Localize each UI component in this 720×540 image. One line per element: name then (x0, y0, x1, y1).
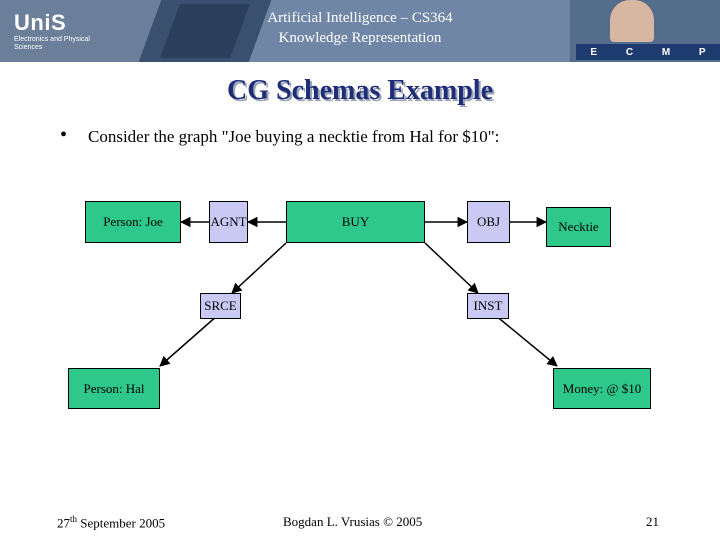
footer-date-rest: September 2005 (77, 515, 166, 531)
bullet-text: Consider the graph "Joe buying a necktie… (88, 127, 500, 146)
footer-author: Bogdan L. Vrusias © 2005 (283, 514, 423, 529)
concept-buy: BUY (286, 201, 425, 243)
footer-date: 27th September 2005 (57, 514, 165, 531)
relation-obj: OBJ (467, 201, 510, 243)
course-title-line1: Artificial Intelligence – CS364 (267, 10, 453, 26)
concept-person-joe: Person: Joe (85, 201, 181, 243)
edge-buy-to-srce (231, 242, 287, 294)
ecmp-letter-e: E (590, 46, 598, 58)
ecmp-letter-c: C (625, 46, 634, 58)
person-photo (610, 0, 654, 42)
footer-date-suffix: th (70, 514, 78, 524)
course-title: Artificial Intelligence – CS364 Knowledg… (230, 8, 490, 48)
relation-agnt: AGNT (209, 201, 248, 243)
relation-srce: SRCE (200, 293, 241, 319)
slide-title: CG Schemas Example (227, 75, 493, 106)
ecmp-letters: E C M P (576, 44, 720, 60)
unis-logo-text: UniS (14, 10, 67, 35)
edge-srce-to-hal (159, 314, 219, 367)
edge-inst-to-money (494, 314, 558, 367)
ecmp-letter-m: M (661, 46, 671, 58)
edge-buy-to-inst (424, 242, 479, 294)
relation-inst: INST (467, 293, 509, 319)
concept-necktie: Necktie (546, 207, 611, 247)
footer-date-day: 27 (57, 515, 70, 531)
header-banner: UniS Electronics and Physical Sciences A… (0, 0, 720, 62)
course-title-line2: Knowledge Representation (278, 30, 442, 46)
footer-page-number: 21 (646, 514, 659, 529)
concept-person-hal: Person: Hal (68, 368, 160, 409)
concept-money: Money: @ $10 (553, 368, 651, 409)
bullet-icon: • (60, 124, 68, 146)
ecmp-letter-p: P (698, 46, 706, 58)
unis-logo-subtitle: Electronics and Physical Sciences (14, 36, 90, 51)
